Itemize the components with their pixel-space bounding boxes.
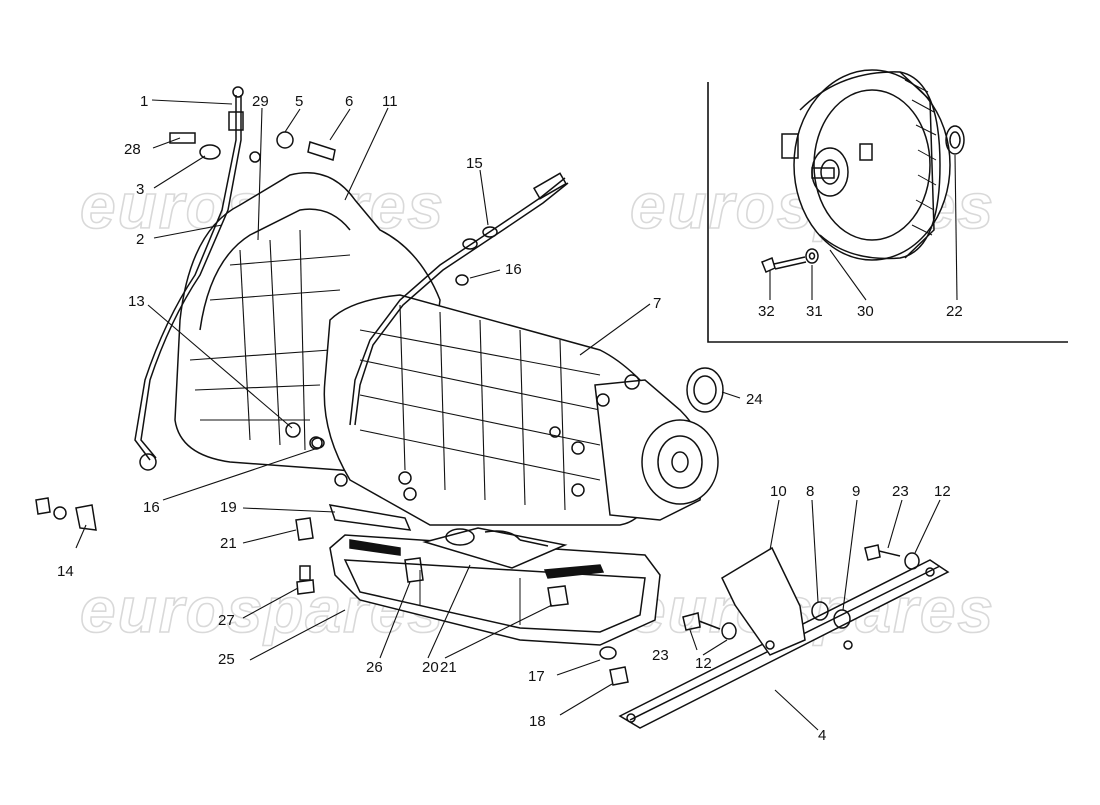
callout-label: 25 [218, 651, 235, 668]
callout-label: 6 [345, 93, 353, 110]
callout-label: 24 [746, 391, 763, 408]
callout-label: 17 [528, 668, 545, 685]
callout-label: 9 [852, 483, 860, 500]
transmission-case-drawing [174, 172, 719, 526]
callout-label: 3 [136, 181, 144, 198]
cables-and-tubes [134, 86, 569, 471]
callout-label: 22 [946, 303, 963, 320]
callout-label: 21 [440, 659, 457, 676]
callout-label: 12 [695, 655, 712, 672]
leader-lines [75, 99, 958, 731]
callout-label: 20 [422, 659, 439, 676]
oil-pan-drawing [295, 504, 661, 646]
callout-label: 28 [124, 141, 141, 158]
crossmember-drawing [35, 367, 950, 729]
callout-label: 15 [466, 155, 483, 172]
callout-label: 11 [382, 93, 398, 110]
inset-frame [707, 82, 1068, 343]
callout-label: 21 [220, 535, 237, 552]
callout-label: 12 [934, 483, 951, 500]
callout-label: 5 [295, 93, 303, 110]
callout-label: 2 [136, 231, 144, 248]
callout-label: 23 [652, 647, 669, 664]
callout-label: 18 [529, 713, 546, 730]
callout-label: 32 [758, 303, 775, 320]
callout-label: 14 [57, 563, 74, 580]
callout-label: 4 [818, 727, 826, 744]
callout-label: 16 [143, 499, 160, 516]
callout-label: 7 [653, 295, 661, 312]
callout-label: 1 [140, 93, 148, 110]
callout-label: 10 [770, 483, 787, 500]
callout-label: 19 [220, 499, 237, 516]
callout-label: 8 [806, 483, 814, 500]
callout-label: 30 [857, 303, 874, 320]
torque-converter-drawing [761, 69, 965, 274]
callout-label: 29 [252, 93, 269, 110]
callout-label: 23 [892, 483, 909, 500]
callout-label: 13 [128, 293, 145, 310]
callout-label: 16 [505, 261, 522, 278]
callout-label: 31 [806, 303, 823, 320]
callout-label: 27 [218, 612, 235, 629]
callout-label: 26 [366, 659, 383, 676]
